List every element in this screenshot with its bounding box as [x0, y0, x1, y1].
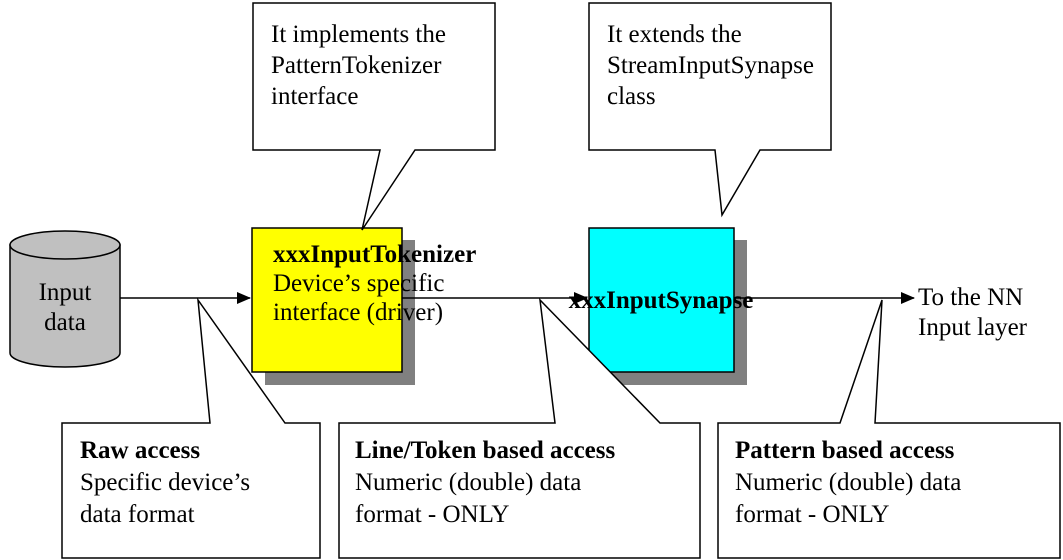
cylinder-top [9, 230, 121, 260]
pattern-access-title: Pattern based access [735, 437, 955, 464]
pattern-access-shape [717, 299, 1061, 559]
raw-access-title: Raw access [80, 437, 200, 464]
synapse-note-callout: It extends the StreamInputSynapse class [588, 2, 832, 218]
line-token-access-line1: Numeric (double) data [355, 469, 581, 496]
tokenizer-title: xxxInputTokenizer [273, 241, 476, 268]
tokenizer-note-callout: It implements the PatternTokenizer inter… [252, 2, 496, 231]
synapse-rect [588, 227, 735, 373]
line-token-access-callout: Line/Token based access Numeric (double)… [338, 297, 701, 559]
synapse-box: xxxInputSynapse [569, 227, 754, 385]
tokenizer-note-line1: It implements the [271, 21, 446, 48]
tokenizer-desc-line1: Device’s specific [273, 270, 444, 297]
raw-access-callout: Raw access Specific device’s data format [61, 297, 321, 559]
synapse-note-line1: It extends the [607, 21, 742, 48]
raw-access-line2: data format [80, 501, 195, 528]
input-data-label-line2: data [44, 309, 86, 336]
pattern-access-callout: Pattern based access Numeric (double) da… [717, 299, 1061, 559]
tokenizer-box: xxxInputTokenizer Device’s specific inte… [251, 227, 476, 385]
pattern-access-line1: Numeric (double) data [735, 469, 961, 496]
tokenizer-note-shape [252, 2, 496, 231]
tokenizer-note-line2: PatternTokenizer [271, 52, 442, 79]
line-token-access-line2: format - ONLY [355, 501, 509, 528]
pattern-access-line2: format - ONLY [735, 501, 889, 528]
synapse-note-line2: StreamInputSynapse [607, 52, 814, 79]
raw-access-shape [61, 297, 321, 559]
raw-access-line1: Specific device’s [80, 469, 250, 496]
input-data-label-line1: Input [39, 279, 92, 306]
line-token-access-title: Line/Token based access [355, 437, 616, 464]
line-token-access-shape [338, 297, 701, 559]
output-label-line2: Input layer [918, 314, 1028, 341]
synapse-title: xxxInputSynapse [569, 287, 754, 314]
cylinder-body [9, 244, 121, 368]
synapse-note-shape [588, 2, 832, 218]
tokenizer-rect [251, 227, 403, 373]
tokenizer-desc-line2: interface (driver) [273, 299, 443, 326]
tokenizer-note-line3: interface [271, 83, 358, 110]
input-data-cylinder: Input data [9, 230, 121, 368]
synapse-note-line3: class [607, 83, 656, 110]
output-label-line1: To the NN [918, 284, 1023, 311]
